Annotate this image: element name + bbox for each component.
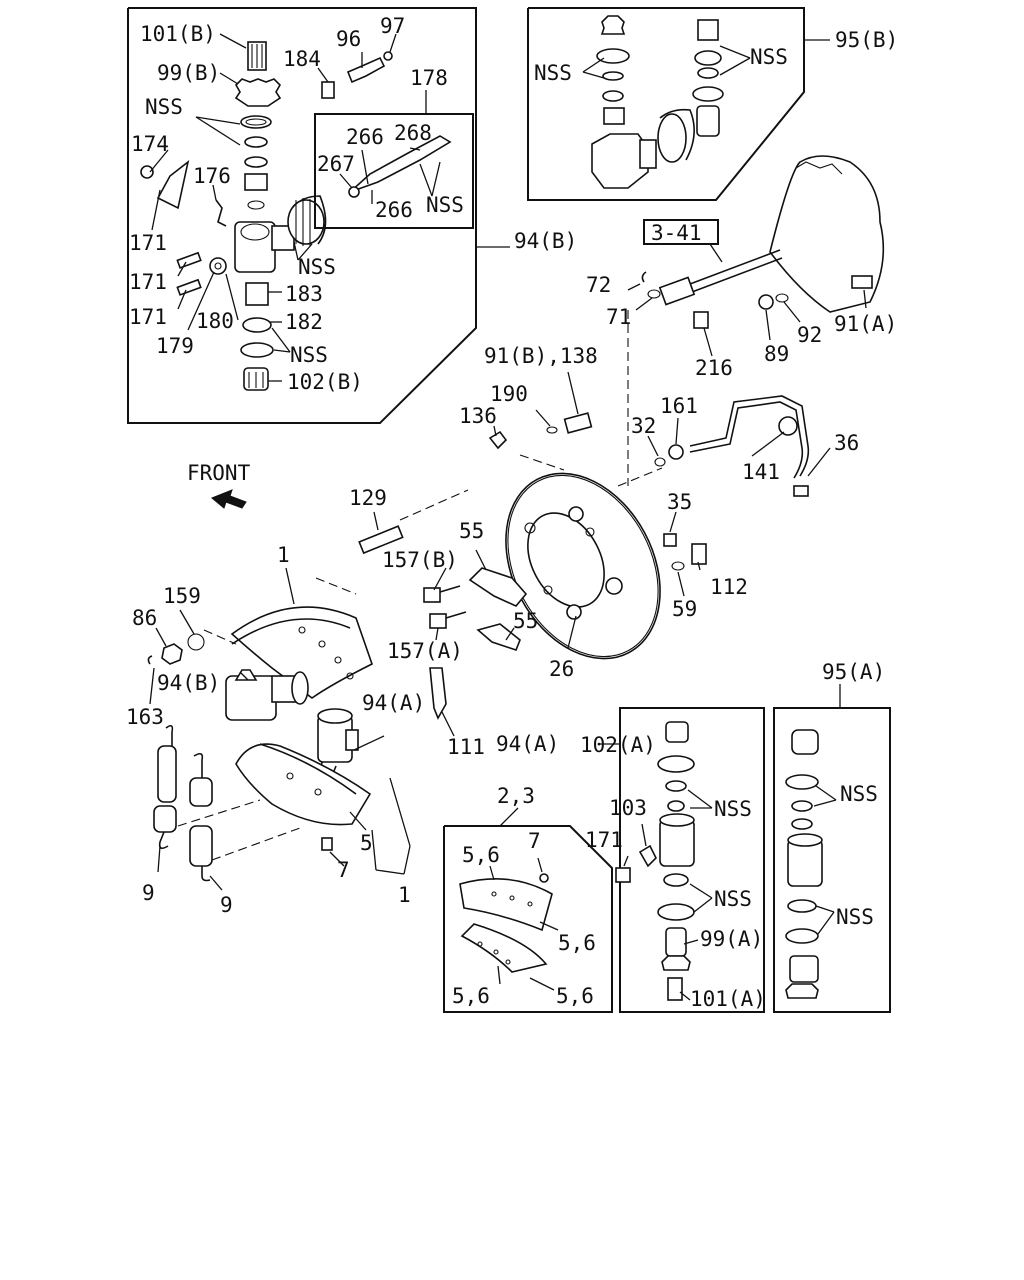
label-ref-3-41: 3-41 (651, 221, 702, 245)
label-86: 86 (132, 606, 157, 630)
label-136: 136 (459, 404, 497, 428)
label-55-a: 55 (459, 519, 484, 543)
label-176: 176 (193, 164, 231, 188)
label-190: 190 (490, 382, 528, 406)
label-91b-138: 91(B),138 (484, 344, 598, 368)
label-99b: 99(B) (157, 61, 220, 85)
label-95b: 95(B) (835, 28, 898, 52)
label-101a: 101(A) (690, 987, 766, 1011)
label-36: 36 (834, 431, 859, 455)
label-182: 182 (285, 310, 323, 334)
label-7-box: 7 (528, 829, 541, 853)
label-95a: 95(A) (822, 660, 885, 684)
label-94b-mid: 94(B) (157, 671, 220, 695)
label-99a: 99(A) (700, 927, 763, 951)
label-157b: 157(B) (382, 548, 458, 572)
label-nss-95b-right: NSS (750, 45, 788, 69)
label-5-lower: 5 (360, 831, 373, 855)
detail-box-94a (598, 707, 765, 1013)
label-103: 103 (609, 796, 647, 820)
label-94b-box: 94(B) (514, 229, 577, 253)
label-9-a: 9 (142, 881, 155, 905)
label-72: 72 (586, 273, 611, 297)
label-129: 129 (349, 486, 387, 510)
label-159: 159 (163, 584, 201, 608)
label-178: 178 (410, 66, 448, 90)
label-171-a: 171 (129, 231, 167, 255)
label-5-6-c: 5,6 (452, 984, 490, 1008)
label-141: 141 (742, 460, 780, 484)
label-266-b: 266 (375, 198, 413, 222)
label-nss-95a-upper: NSS (840, 782, 878, 806)
label-9-b: 9 (220, 893, 233, 917)
label-35: 35 (667, 490, 692, 514)
label-2-3: 2,3 (497, 784, 535, 808)
label-32: 32 (631, 414, 656, 438)
label-26: 26 (549, 657, 574, 681)
label-266-a: 266 (346, 125, 384, 149)
backing-plate-group (423, 371, 831, 660)
label-nss-94b-seal: NSS (145, 95, 183, 119)
detail-box-94b (127, 7, 510, 424)
detail-box-95b (527, 7, 830, 201)
front-arrow (211, 489, 247, 509)
label-89: 89 (764, 342, 789, 366)
label-94a-box: 94(A) (496, 732, 559, 756)
detail-box-2-3 (443, 807, 613, 1013)
label-nss-94a-upper: NSS (714, 797, 752, 821)
label-183: 183 (285, 282, 323, 306)
label-268: 268 (394, 121, 432, 145)
label-94a-mid: 94(A) (362, 691, 425, 715)
shoe-assembly-group (147, 489, 469, 891)
label-92: 92 (797, 323, 822, 347)
label-59: 59 (672, 597, 697, 621)
label-91a: 91(A) (834, 312, 897, 336)
label-216: 216 (695, 356, 733, 380)
label-184: 184 (283, 47, 321, 71)
label-nss-94b-boot: NSS (298, 255, 336, 279)
label-5-6-d: 5,6 (556, 984, 594, 1008)
label-179: 179 (156, 334, 194, 358)
label-171-c: 171 (129, 305, 167, 329)
label-71: 71 (606, 305, 631, 329)
label-111: 111 (447, 735, 485, 759)
label-nss-94b-lower: NSS (290, 343, 328, 367)
label-5-6-a: 5,6 (462, 843, 500, 867)
label-front: FRONT (187, 461, 251, 485)
label-55-b: 55 (513, 609, 538, 633)
callout-labels: 101(B) 99(B) NSS 174 176 171 171 171 179… (126, 14, 898, 1011)
label-267: 267 (317, 152, 355, 176)
label-163: 163 (126, 705, 164, 729)
label-171-d: 171 (585, 828, 623, 852)
label-nss-178: NSS (426, 193, 464, 217)
label-112: 112 (710, 575, 748, 599)
label-171-b: 171 (129, 270, 167, 294)
label-102b: 102(B) (287, 370, 363, 394)
label-180: 180 (196, 309, 234, 333)
label-174: 174 (131, 132, 169, 156)
detail-box-95a (773, 684, 891, 1013)
label-161: 161 (660, 394, 698, 418)
label-7-lower: 7 (337, 858, 350, 882)
label-96: 96 (336, 27, 361, 51)
label-1-upper: 1 (277, 543, 290, 567)
label-5-6-b: 5,6 (558, 931, 596, 955)
label-157a: 157(A) (387, 639, 463, 663)
label-101b: 101(B) (140, 22, 216, 46)
label-97: 97 (380, 14, 405, 38)
label-nss-94a-lower: NSS (714, 887, 752, 911)
label-nss-95a-lower: NSS (836, 905, 874, 929)
brake-cable-group (627, 155, 885, 486)
label-102a: 102(A) (580, 733, 656, 757)
label-nss-95b-left: NSS (534, 61, 572, 85)
label-1-lower: 1 (398, 883, 411, 907)
